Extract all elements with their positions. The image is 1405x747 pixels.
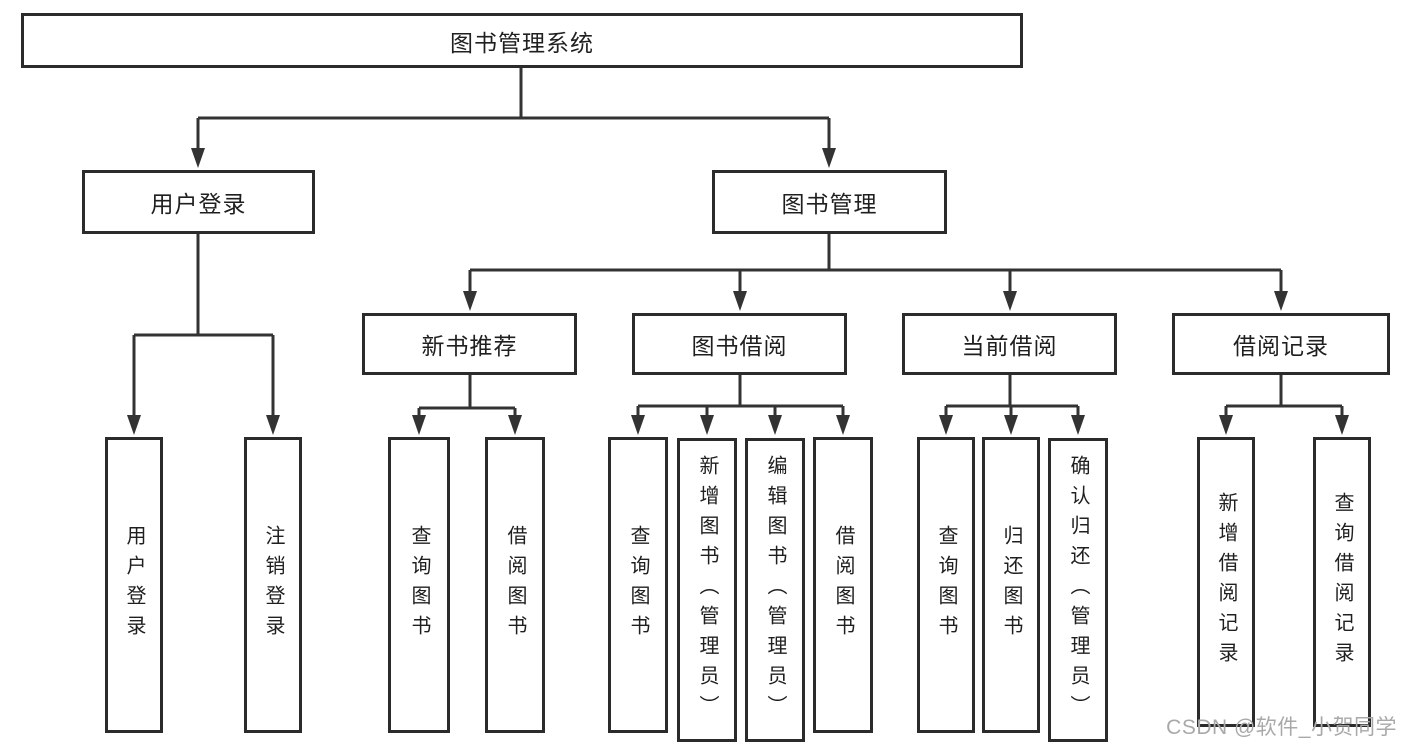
node-user-login-label: 用户登录 bbox=[150, 191, 247, 217]
leaf-borrow-query-book: 查询图书 bbox=[608, 437, 668, 733]
node-borrow-record-label: 借阅记录 bbox=[1233, 333, 1329, 359]
leaf-logout-label: 注销登录 bbox=[262, 525, 284, 645]
arrowheads bbox=[127, 148, 1349, 435]
node-new-book-recommend: 新书推荐 bbox=[362, 313, 577, 375]
leaf-borrow-add-book: 新增图书（管理员） bbox=[677, 438, 737, 742]
leaf-current-return-book: 归还图书 bbox=[982, 437, 1040, 733]
node-new-book-recommend-label: 新书推荐 bbox=[421, 333, 518, 359]
watermark-text: CSDN @软件_小贺同学 bbox=[1166, 716, 1397, 739]
node-book-management-label: 图书管理 bbox=[781, 191, 878, 217]
leaf-current-confirm-return: 确认归还（管理员） bbox=[1048, 438, 1108, 742]
leaf-newrec-borrow-book: 借阅图书 bbox=[485, 437, 545, 733]
leaf-record-query-record: 查询借阅记录 bbox=[1313, 437, 1371, 727]
leaf-borrow-edit-book: 编辑图书（管理员） bbox=[745, 438, 805, 742]
node-current-borrow-label: 当前借阅 bbox=[961, 333, 1058, 359]
leaf-borrow-query-book-label: 查询图书 bbox=[627, 525, 649, 645]
leaf-borrow-edit-book-label: 编辑图书（管理员） bbox=[764, 455, 786, 725]
leaf-user-login: 用户登录 bbox=[105, 437, 163, 733]
leaf-record-add-record: 新增借阅记录 bbox=[1197, 437, 1255, 727]
node-current-borrow: 当前借阅 bbox=[902, 313, 1117, 375]
leaf-logout: 注销登录 bbox=[244, 437, 302, 733]
node-book-management: 图书管理 bbox=[712, 170, 947, 234]
node-borrow-record: 借阅记录 bbox=[1172, 313, 1390, 375]
leaf-current-return-book-label: 归还图书 bbox=[1000, 525, 1022, 645]
leaf-newrec-query-book-label: 查询图书 bbox=[408, 525, 430, 645]
leaf-newrec-borrow-book-label: 借阅图书 bbox=[504, 525, 526, 645]
node-root-label: 图书管理系统 bbox=[450, 29, 594, 56]
node-book-borrow: 图书借阅 bbox=[632, 313, 847, 375]
node-user-login: 用户登录 bbox=[82, 170, 315, 234]
leaf-record-add-record-label: 新增借阅记录 bbox=[1215, 492, 1237, 672]
leaf-current-query-book-label: 查询图书 bbox=[935, 525, 957, 645]
leaf-newrec-query-book: 查询图书 bbox=[388, 437, 450, 733]
leaf-borrow-borrow-book-label: 借阅图书 bbox=[832, 525, 854, 645]
leaf-user-login-label: 用户登录 bbox=[123, 525, 145, 645]
leaf-current-confirm-return-label: 确认归还（管理员） bbox=[1067, 455, 1089, 725]
leaf-record-query-record-label: 查询借阅记录 bbox=[1331, 492, 1353, 672]
leaf-borrow-borrow-book: 借阅图书 bbox=[813, 437, 873, 733]
leaf-borrow-add-book-label: 新增图书（管理员） bbox=[696, 455, 718, 725]
node-root: 图书管理系统 bbox=[21, 13, 1023, 68]
node-book-borrow-label: 图书借阅 bbox=[691, 333, 788, 359]
leaf-current-query-book: 查询图书 bbox=[917, 437, 975, 733]
